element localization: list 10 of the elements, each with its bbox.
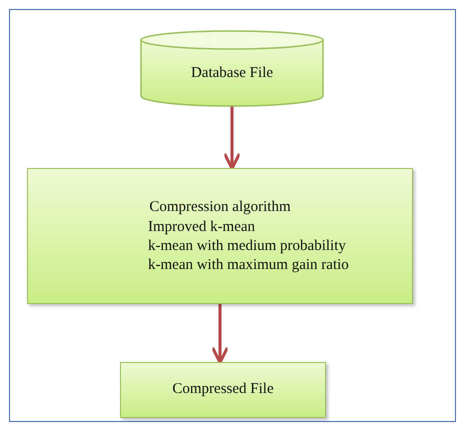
node-text: Improved k-mean [147,218,256,237]
arrow [211,304,229,364]
node-text: k-mean with maximum gain ratio [147,256,350,274]
process-box [120,362,326,418]
node-heading: Database File [190,64,274,82]
node-text: k-mean with medium probability [147,237,347,256]
arrow [223,106,241,170]
node-heading: Compressed File [171,380,275,398]
node-heading: Compression algorithm [148,198,292,216]
process-box [27,168,413,304]
